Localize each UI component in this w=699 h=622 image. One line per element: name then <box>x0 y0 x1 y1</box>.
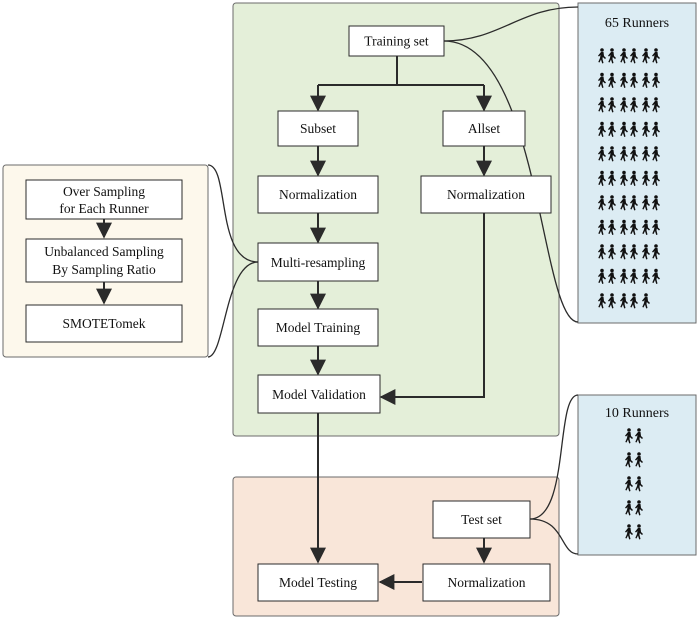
over-sampling-label-line2: for Each Runner <box>59 201 149 216</box>
normalization-test-label: Normalization <box>448 575 526 590</box>
training-runners-panel <box>577 2 697 324</box>
allset-node: Allset <box>442 110 526 147</box>
unbalanced-sampling-node: Unbalanced Sampling By Sampling Ratio <box>25 238 183 283</box>
arrow-allset-normalization-to-validation <box>379 213 485 405</box>
normalization-subset-label: Normalization <box>279 187 357 202</box>
smotetomek-label: SMOTETomek <box>62 316 145 331</box>
normalization-test-node: Normalization <box>422 563 551 602</box>
subset-node: Subset <box>277 110 359 147</box>
smotetomek-node: SMOTETomek <box>25 304 183 343</box>
test-set-to-runners-curve-lower <box>529 518 579 555</box>
model-testing-label: Model Testing <box>279 575 357 590</box>
training-set-label: Training set <box>364 34 429 49</box>
model-training-node: Model Training <box>257 308 379 347</box>
unbalanced-sampling-label-line1: Unbalanced Sampling <box>44 244 164 259</box>
subset-label: Subset <box>300 121 336 136</box>
normalization-allset-node: Normalization <box>420 175 552 214</box>
resampling-to-sampling-curve-upper <box>207 164 259 263</box>
allset-label: Allset <box>468 121 500 136</box>
test-set-to-runners-curve-upper <box>529 394 579 520</box>
normalization-subset-node: Normalization <box>257 175 379 214</box>
model-validation-node: Model Validation <box>257 374 381 414</box>
test-set-node: Test set <box>432 500 531 539</box>
test-runners-panel <box>577 394 697 556</box>
model-training-label: Model Training <box>276 320 361 335</box>
test-runners-title: 10 Runners <box>605 406 669 421</box>
resampling-to-sampling-curve-lower <box>207 261 259 358</box>
normalization-allset-label: Normalization <box>447 187 525 202</box>
training-runners-title: 65 Runners <box>605 16 669 31</box>
training-set-node: Training set <box>348 25 445 57</box>
training-set-to-runners-curve-upper <box>443 6 579 42</box>
over-sampling-node: Over Sampling for Each Runner <box>25 179 183 220</box>
model-testing-node: Model Testing <box>257 563 379 602</box>
multi-resampling-label: Multi-resampling <box>271 255 366 270</box>
test-set-label: Test set <box>461 512 502 527</box>
unbalanced-sampling-label-line2: By Sampling Ratio <box>52 262 156 277</box>
model-validation-label: Model Validation <box>272 387 366 402</box>
over-sampling-label-line1: Over Sampling <box>63 184 145 199</box>
multi-resampling-node: Multi-resampling <box>257 242 379 282</box>
